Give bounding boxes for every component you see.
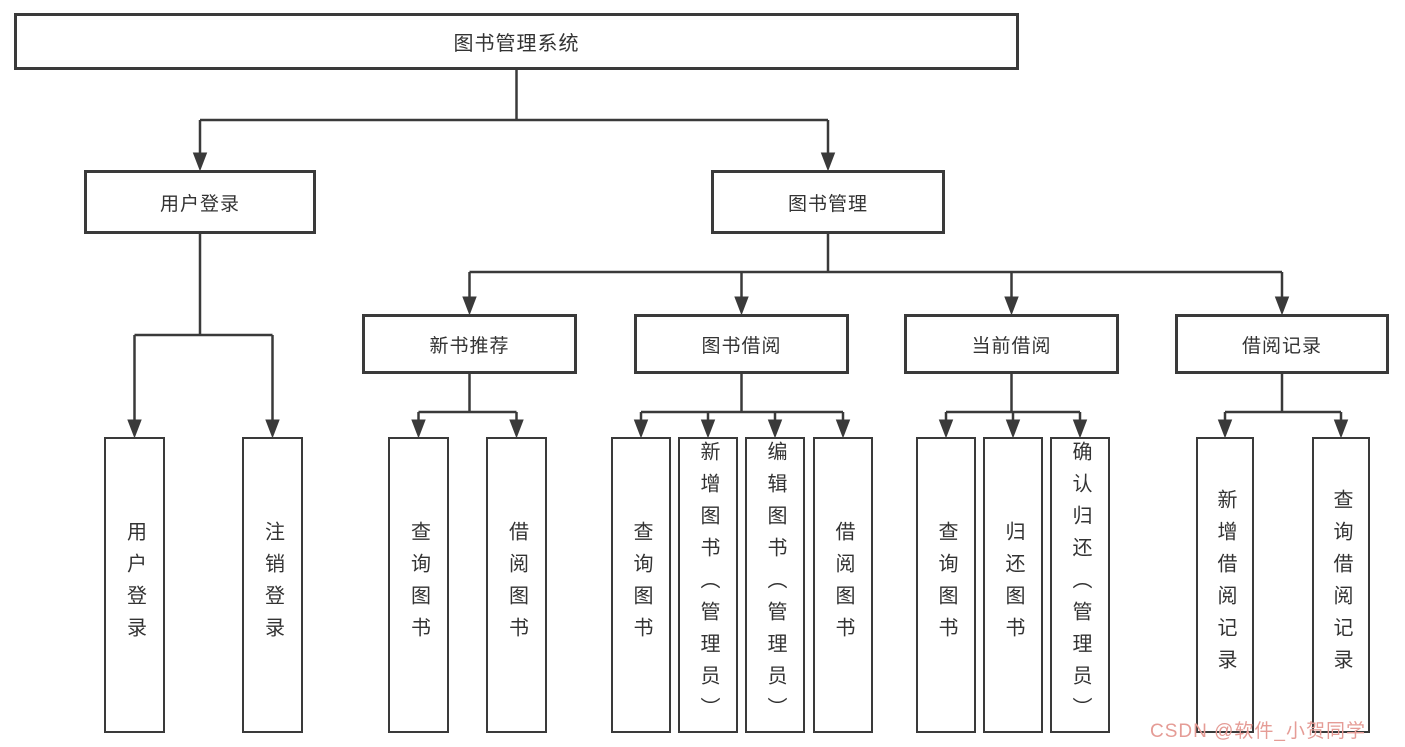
node-book-management: 图书管理 bbox=[711, 170, 945, 234]
leaf-confirm-return-admin: 确认归还（管理员） bbox=[1050, 437, 1110, 733]
connector-newbookrec-to-leaves bbox=[411, 374, 524, 439]
leaf-query-book-2: 查询图书 bbox=[611, 437, 671, 733]
leaf-logout: 注销登录 bbox=[242, 437, 303, 733]
leaf-logout-label: 注销登录 bbox=[261, 521, 284, 649]
leaf-edit-book-admin: 编辑图书（管理员） bbox=[745, 437, 805, 733]
node-user-login: 用户登录 bbox=[84, 170, 316, 234]
node-root: 图书管理系统 bbox=[14, 13, 1019, 70]
node-current-borrowing: 当前借阅 bbox=[904, 314, 1119, 374]
leaf-edit-book-admin-label: 编辑图书（管理员） bbox=[764, 441, 786, 729]
leaf-query-book-1: 查询图书 bbox=[388, 437, 449, 733]
connector-currentborrow-to-leaves bbox=[938, 374, 1088, 439]
connector-root-to-level2 bbox=[192, 70, 836, 172]
node-root-label: 图书管理系统 bbox=[453, 33, 580, 55]
leaf-add-borrow-record-label: 新增借阅记录 bbox=[1214, 489, 1236, 681]
leaf-query-book-3-label: 查询图书 bbox=[935, 521, 957, 649]
node-book-borrowing: 图书借阅 bbox=[634, 314, 849, 374]
leaf-query-borrow-record: 查询借阅记录 bbox=[1312, 437, 1370, 733]
node-borrowing-records-label: 借阅记录 bbox=[1241, 335, 1322, 357]
csdn-watermark: CSDN @软件_小贺同学 bbox=[1150, 721, 1366, 742]
leaf-borrow-book-1: 借阅图书 bbox=[486, 437, 547, 733]
leaf-query-book-3: 查询图书 bbox=[916, 437, 976, 733]
leaf-return-book-label: 归还图书 bbox=[1002, 521, 1024, 649]
leaf-user-login: 用户登录 bbox=[104, 437, 165, 733]
leaf-query-book-2-label: 查询图书 bbox=[630, 521, 652, 649]
leaf-query-book-1-label: 查询图书 bbox=[407, 521, 430, 649]
connector-userlogin-to-leaves bbox=[127, 234, 280, 439]
leaf-borrow-book-1-label: 借阅图书 bbox=[505, 521, 528, 649]
leaf-return-book: 归还图书 bbox=[983, 437, 1043, 733]
node-new-book-recommend: 新书推荐 bbox=[362, 314, 577, 374]
connector-bookmgmt-to-level3 bbox=[462, 234, 1290, 316]
leaf-add-borrow-record: 新增借阅记录 bbox=[1196, 437, 1254, 733]
node-new-book-recommend-label: 新书推荐 bbox=[429, 335, 510, 357]
leaf-user-login-label: 用户登录 bbox=[123, 521, 146, 649]
connector-bookborrow-to-leaves bbox=[633, 374, 851, 439]
leaf-add-book-admin-label: 新增图书（管理员） bbox=[697, 441, 719, 729]
node-current-borrowing-label: 当前借阅 bbox=[971, 335, 1052, 357]
leaf-confirm-return-admin-label: 确认归还（管理员） bbox=[1069, 441, 1091, 729]
leaf-add-book-admin: 新增图书（管理员） bbox=[678, 437, 738, 733]
node-book-management-label: 图书管理 bbox=[787, 193, 868, 215]
node-book-borrowing-label: 图书借阅 bbox=[701, 335, 782, 357]
connector-borrowrecord-to-leaves bbox=[1217, 374, 1349, 439]
leaf-borrow-book-2-label: 借阅图书 bbox=[832, 521, 854, 649]
leaf-query-borrow-record-label: 查询借阅记录 bbox=[1330, 489, 1352, 681]
node-user-login-label: 用户登录 bbox=[159, 193, 240, 215]
node-borrowing-records: 借阅记录 bbox=[1175, 314, 1389, 374]
leaf-borrow-book-2: 借阅图书 bbox=[813, 437, 873, 733]
